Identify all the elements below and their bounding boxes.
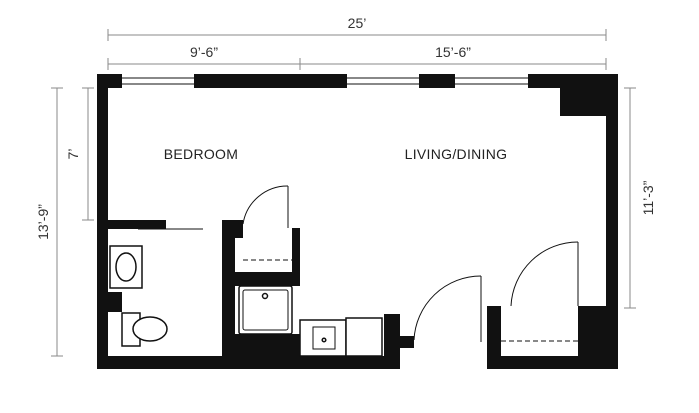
bedroom-width-label: 9’-6” — [190, 44, 218, 60]
dimension-lines — [51, 29, 636, 357]
walls — [97, 74, 618, 369]
entry-door — [413, 275, 482, 342]
bathroom-sink — [109, 245, 143, 289]
living-dining-label: LIVING/DINING — [405, 146, 508, 162]
bedroom-depth-label: 7’ — [65, 149, 81, 160]
living-depth-label: 11’-3” — [640, 180, 656, 215]
closet-door — [242, 185, 289, 228]
living-width-label: 15’-6” — [435, 44, 471, 60]
bedroom-label: BEDROOM — [164, 146, 238, 162]
windows — [122, 77, 528, 85]
toilet — [121, 312, 168, 347]
right-closet-door — [510, 241, 579, 307]
shower — [238, 285, 293, 335]
overall-width-label: 25’ — [348, 15, 367, 31]
refrigerator — [345, 317, 383, 357]
kitchen-sink — [299, 319, 347, 357]
overall-depth-label: 13’-9” — [35, 204, 51, 240]
